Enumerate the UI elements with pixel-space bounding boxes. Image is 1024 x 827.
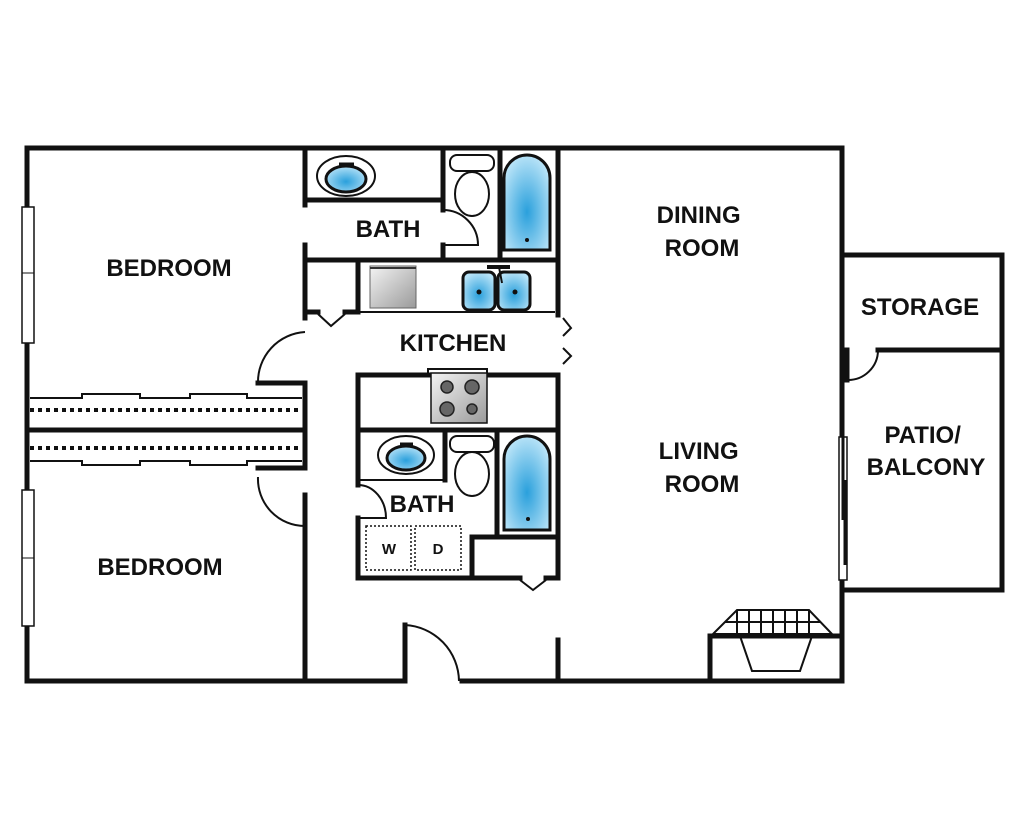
toilet-icon-bottom <box>449 435 495 497</box>
sliding-door[interactable] <box>838 436 848 581</box>
bedroom-walls <box>24 145 308 684</box>
window-top-bedroom <box>21 206 35 344</box>
room-label-living: LIVING ROOM <box>659 438 746 498</box>
room-label-dining: DINING ROOM <box>657 202 748 262</box>
kitchen-counters <box>355 311 558 435</box>
dryer-label: D <box>433 541 444 558</box>
room-label-bath-top: BATH <box>356 216 421 243</box>
storage-patio-walls <box>839 252 1005 593</box>
window-bottom-bedroom <box>21 489 35 627</box>
hall-closet <box>302 257 361 328</box>
kitchen-sink-icon <box>461 265 532 312</box>
living-label-line1: LIVING <box>659 438 739 465</box>
washer: W <box>365 525 412 571</box>
dining-label-line2: ROOM <box>665 235 740 262</box>
bath-top-walls <box>302 145 561 263</box>
toilet-icon <box>449 154 495 217</box>
washer-label: W <box>382 541 397 558</box>
bath-bottom-walls <box>355 427 561 592</box>
room-label-bedroom-top: BEDROOM <box>106 255 231 282</box>
dryer: D <box>414 525 462 571</box>
room-label-patio: PATIO/ BALCONY <box>867 422 986 481</box>
dining-label-line1: DINING <box>657 202 741 229</box>
dishwasher-icon <box>369 265 417 309</box>
patio-label-line2: BALCONY <box>867 454 986 481</box>
entry-door[interactable] <box>402 622 460 684</box>
room-label-bath-bottom: BATH <box>390 491 455 518</box>
living-label-line2: ROOM <box>665 471 740 498</box>
bedroom-door-top[interactable] <box>256 331 306 384</box>
room-label-bedroom-bottom: BEDROOM <box>97 554 222 581</box>
fireplace-icon <box>707 609 845 684</box>
bathtub-icon-bottom <box>502 434 552 532</box>
stove-icon <box>430 372 488 424</box>
sink-icon-bottom <box>377 435 435 475</box>
sink-icon <box>316 155 376 197</box>
bedroom-door-bottom[interactable] <box>256 476 306 528</box>
room-label-kitchen: KITCHEN <box>400 330 507 357</box>
bathtub-icon <box>502 153 552 252</box>
patio-label-line1: PATIO/ <box>884 422 961 449</box>
kitchen-opening-marks <box>562 317 573 365</box>
room-label-storage: STORAGE <box>861 294 979 321</box>
